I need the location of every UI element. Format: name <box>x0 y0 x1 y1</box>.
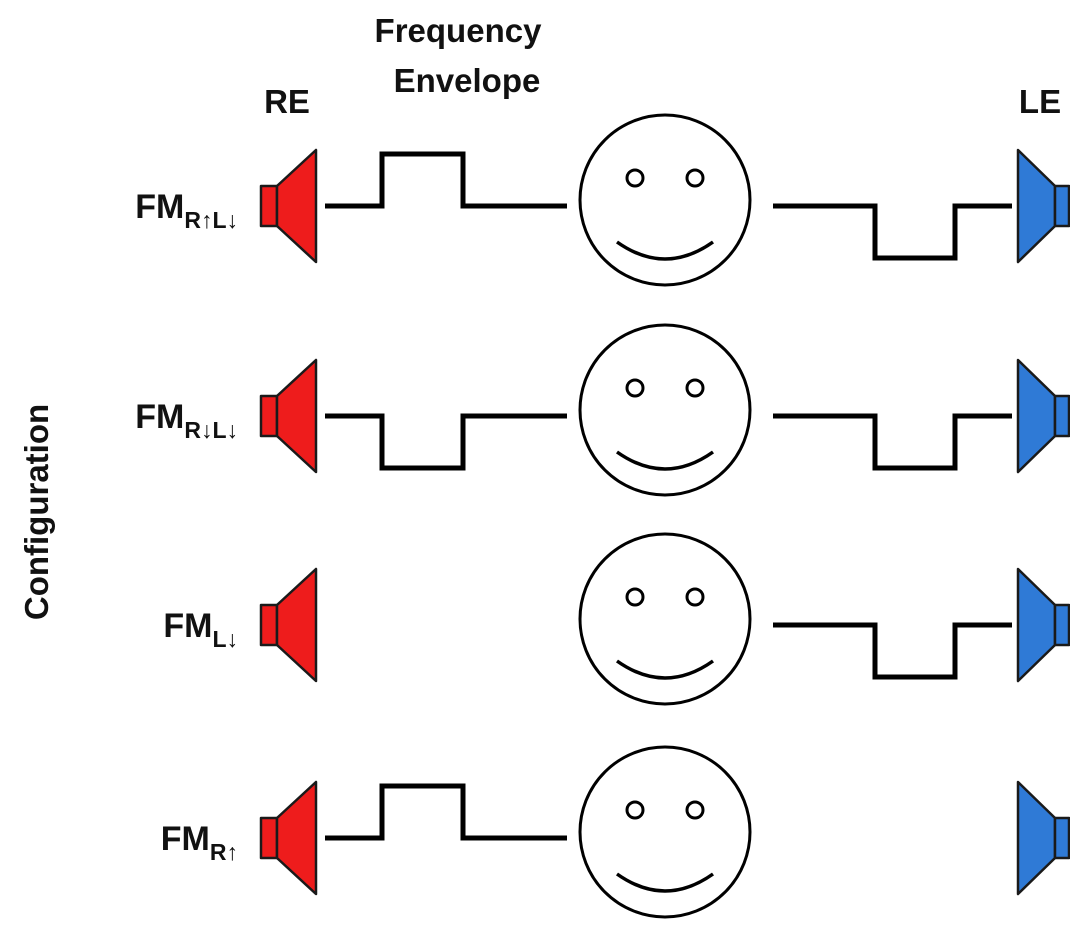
speaker-magnet <box>1053 603 1070 647</box>
face-eye <box>625 587 645 607</box>
right-speaker-icon <box>259 148 318 264</box>
face-mouth <box>615 659 715 680</box>
configuration-row: FMR↑L↓ <box>135 113 1070 287</box>
right-speaker-icon <box>259 567 318 683</box>
face-outline <box>578 323 752 497</box>
face-mouth <box>615 872 715 893</box>
row-label-main: FM <box>163 607 212 645</box>
right-frequency-envelope <box>325 151 567 209</box>
row-label-main: FM <box>135 188 184 226</box>
face-mouth <box>615 240 715 261</box>
left-speaker-icon <box>1016 358 1070 474</box>
row-label: FMR↑ <box>161 820 238 865</box>
header-envelope-line2: Envelope <box>394 62 541 99</box>
speaker-cone <box>1016 358 1057 474</box>
left-frequency-envelope <box>773 203 1012 261</box>
speaker-cone <box>1016 567 1057 683</box>
face-eye <box>685 378 705 398</box>
face-eye <box>685 800 705 820</box>
speaker-magnet <box>259 394 279 438</box>
listener-face-icon <box>578 323 752 497</box>
row-label: FMR↑L↓ <box>135 188 238 233</box>
row-label: FMR↓L↓ <box>135 398 238 443</box>
face-eye <box>625 800 645 820</box>
listener-face-icon <box>578 745 752 919</box>
face-outline <box>578 745 752 919</box>
listener-face-icon <box>578 532 752 706</box>
configuration-row: FML↓ <box>163 532 1070 706</box>
right-speaker-icon <box>259 358 318 474</box>
speaker-cone <box>275 148 318 264</box>
left-frequency-envelope <box>773 622 1012 680</box>
configuration-row: FMR↓L↓ <box>135 323 1070 497</box>
row-label-main: FM <box>135 398 184 436</box>
speaker-cone <box>1016 148 1057 264</box>
speaker-magnet <box>1053 816 1070 860</box>
face-outline <box>578 532 752 706</box>
axis-label-configuration: Configuration <box>18 404 55 620</box>
left-speaker-icon <box>1016 780 1070 896</box>
face-eye <box>625 168 645 188</box>
speaker-magnet <box>259 816 279 860</box>
row-label: FML↓ <box>163 607 238 652</box>
right-frequency-envelope <box>325 783 567 841</box>
speaker-magnet <box>259 184 279 228</box>
row-label-subscript: R↑ <box>210 839 238 865</box>
speaker-magnet <box>259 603 279 647</box>
row-label-subscript: R↓L↓ <box>184 417 238 443</box>
listener-face-icon <box>578 113 752 287</box>
face-mouth <box>615 450 715 471</box>
speaker-cone <box>275 567 318 683</box>
speaker-magnet <box>1053 394 1070 438</box>
left-speaker-icon <box>1016 148 1070 264</box>
face-eye <box>685 168 705 188</box>
speaker-cone <box>275 780 318 896</box>
header-right-ear: RE <box>264 83 310 120</box>
speaker-magnet <box>1053 184 1070 228</box>
face-eye <box>625 378 645 398</box>
left-speaker-icon <box>1016 567 1070 683</box>
speaker-cone <box>1016 780 1057 896</box>
face-outline <box>578 113 752 287</box>
configuration-row: FMR↑ <box>161 745 1070 919</box>
right-speaker-icon <box>259 780 318 896</box>
left-frequency-envelope <box>773 413 1012 471</box>
header-left-ear: LE <box>1019 83 1061 120</box>
row-label-main: FM <box>161 820 210 858</box>
header-envelope-line1: Frequency <box>375 12 543 49</box>
row-label-subscript: R↑L↓ <box>184 207 238 233</box>
face-eye <box>685 587 705 607</box>
right-frequency-envelope <box>325 413 567 471</box>
row-label-subscript: L↓ <box>212 626 238 652</box>
speaker-cone <box>275 358 318 474</box>
